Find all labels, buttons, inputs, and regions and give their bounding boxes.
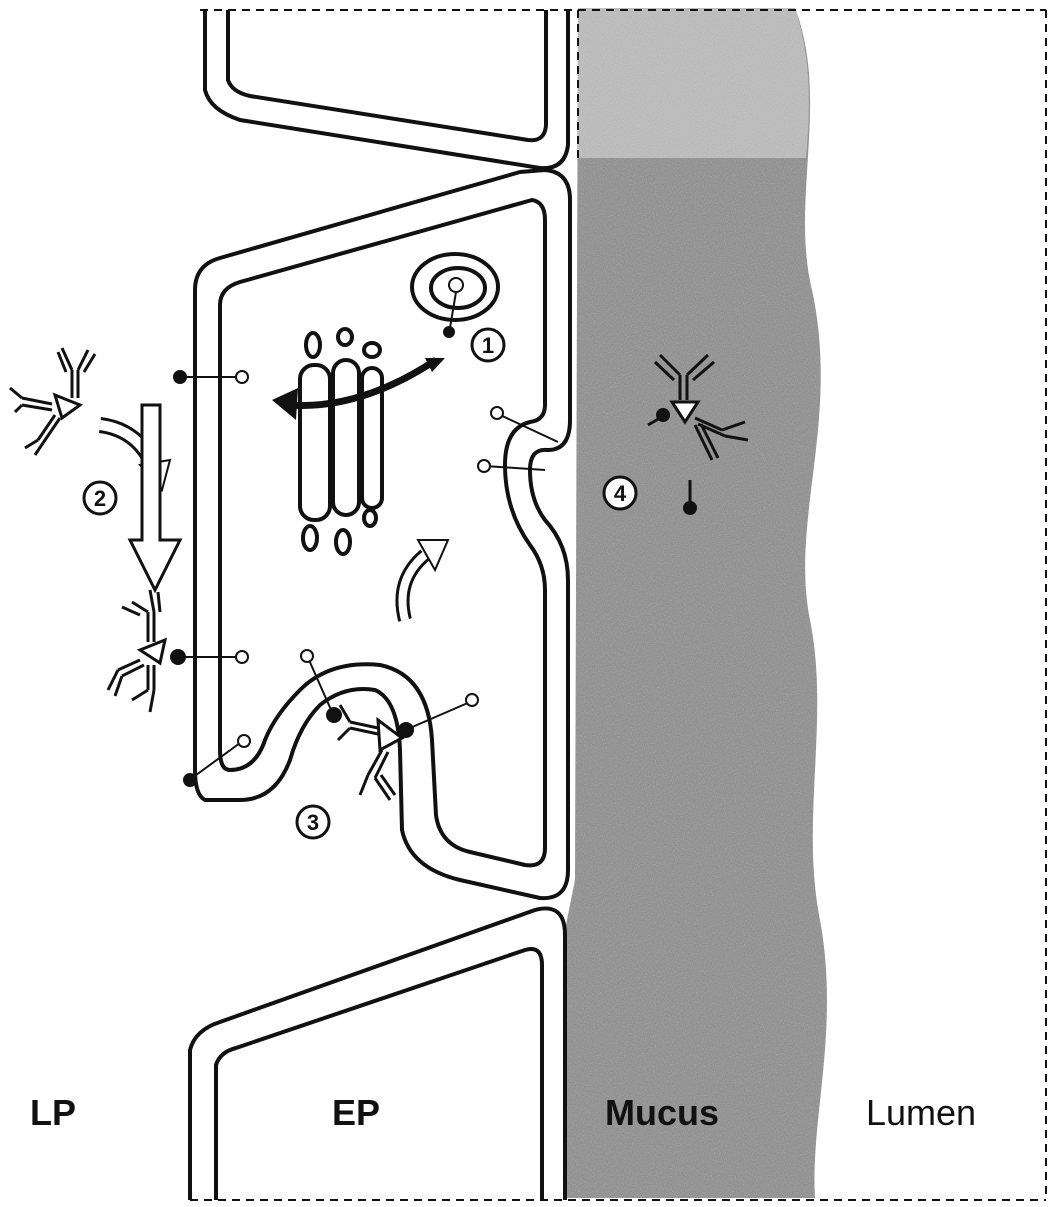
antibody-lp-lower xyxy=(108,590,165,712)
region-label-mucus: Mucus xyxy=(605,1092,719,1134)
bottom-cell-outer xyxy=(190,908,565,1200)
step-marker-1: 1 xyxy=(472,329,504,361)
mucus-layer xyxy=(565,8,827,1198)
svg-text:4: 4 xyxy=(614,481,627,506)
endoplasmic-reticulum xyxy=(412,254,498,338)
top-cell-outer xyxy=(205,10,568,168)
antibody-endosome xyxy=(338,705,402,800)
antibody-lp-upper xyxy=(10,348,95,455)
epithelial-cells xyxy=(190,10,570,1200)
transport-arrows xyxy=(100,358,448,620)
step-marker-3: 3 xyxy=(297,806,329,838)
region-label-ep: EP xyxy=(332,1092,380,1134)
svg-text:2: 2 xyxy=(94,486,106,511)
step-marker-4: 4 xyxy=(604,477,636,509)
golgi-apparatus xyxy=(300,329,382,554)
svg-text:3: 3 xyxy=(307,810,319,835)
top-cell-inner xyxy=(228,10,546,140)
svg-text:1: 1 xyxy=(482,333,494,358)
region-label-lumen: Lumen xyxy=(866,1092,976,1134)
step-marker-2: 2 xyxy=(84,482,116,514)
bottom-cell-inner xyxy=(216,949,542,1200)
region-label-lp: LP xyxy=(30,1092,76,1134)
